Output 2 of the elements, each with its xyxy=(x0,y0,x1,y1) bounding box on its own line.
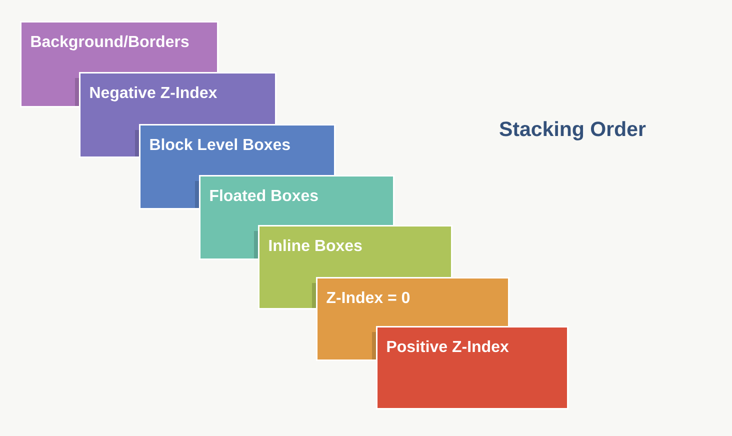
diagram-title: Stacking Order xyxy=(500,121,646,140)
stack-box: Positive Z-Index xyxy=(372,326,568,410)
